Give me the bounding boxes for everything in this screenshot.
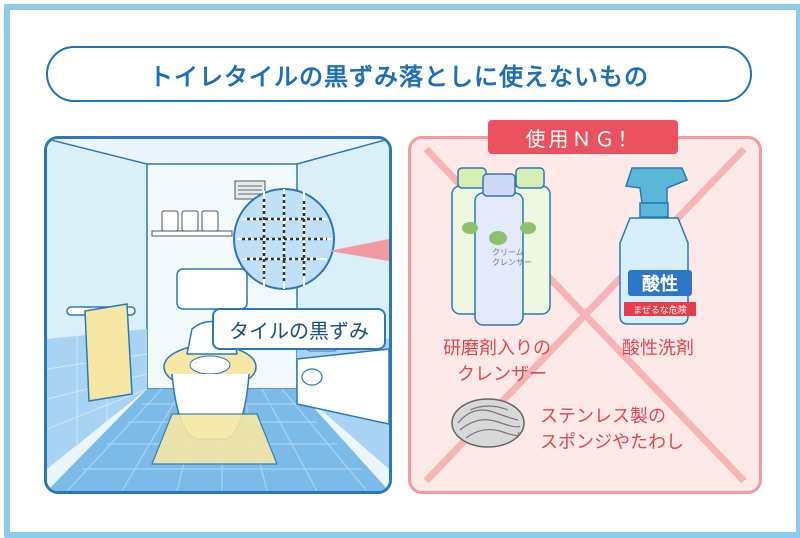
cleanser-bottles-icon [451, 167, 551, 326]
ng-badge: 使用ＮＧ！ [488, 120, 678, 154]
danger-warning-badge: まぜるな危険 [624, 302, 696, 316]
abrasive-cleanser-label: 研磨剤入りの クレンザー [443, 336, 551, 388]
tile-stain-label: タイルの黒ずみ [229, 318, 369, 343]
steel-sponge-line1: ステンレス製の [540, 406, 666, 427]
steel-wool-icon [451, 398, 525, 448]
abrasive-cleanser-line2: クレンザー [457, 364, 547, 385]
tile-stain-callout: タイルの黒ずみ [212, 308, 386, 350]
cleanser-bottle-text: クリームクレンザー [492, 248, 532, 267]
steel-sponge-label: ステンレス製の スポンジやたわし [540, 404, 684, 456]
acid-cleaner-label: 酸性洗剤 [622, 338, 694, 359]
steel-sponge-line2: スポンジやたわし [540, 432, 684, 453]
acid-badge: 酸性 [628, 270, 692, 296]
page-title: トイレタイルの黒ずみ落としに使えないもの [149, 62, 649, 91]
abrasive-cleanser-line1: 研磨剤入りの [443, 338, 551, 359]
title-banner: トイレタイルの黒ずみ落としに使えないもの [46, 46, 752, 102]
